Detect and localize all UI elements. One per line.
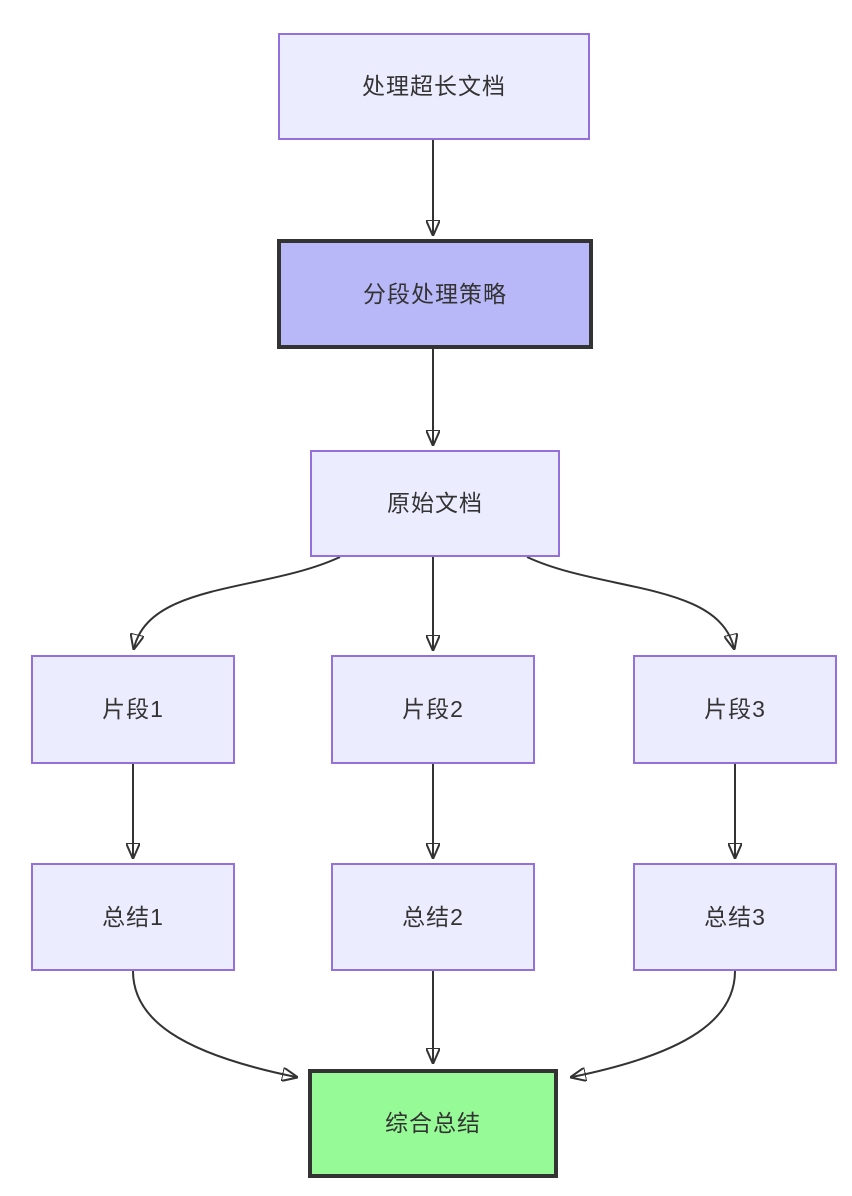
node-segment-strategy-label: 分段处理策略 — [363, 280, 507, 307]
node-summary-1-label: 总结1 — [102, 903, 164, 930]
edge-C-D1 — [134, 556, 341, 648]
node-fragment-1-label: 片段1 — [102, 696, 164, 722]
node-summary-2: 总结2 — [331, 863, 535, 971]
node-process-long-doc: 处理超长文档 — [278, 33, 590, 140]
edge-E1-F — [132, 970, 296, 1077]
node-summary-2-label: 总结2 — [402, 903, 464, 930]
node-fragment-2-label: 片段2 — [402, 696, 464, 722]
node-original-doc: 原始文档 — [310, 450, 560, 557]
node-final-summary-label: 综合总结 — [385, 1110, 481, 1136]
edge-C-D3 — [526, 556, 734, 648]
node-segment-strategy: 分段处理策略 — [277, 239, 593, 349]
node-fragment-3-label: 片段3 — [704, 696, 766, 722]
node-summary-3: 总结3 — [633, 863, 837, 971]
node-final-summary: 综合总结 — [308, 1069, 558, 1178]
node-summary-3-label: 总结3 — [704, 903, 766, 930]
node-summary-1: 总结1 — [31, 863, 235, 971]
node-fragment-3: 片段3 — [633, 655, 837, 764]
node-fragment-2: 片段2 — [331, 655, 535, 764]
edge-E3-F — [572, 970, 736, 1077]
node-original-doc-label: 原始文档 — [387, 490, 483, 516]
node-process-long-doc-label: 处理超长文档 — [362, 73, 506, 99]
node-fragment-1: 片段1 — [31, 655, 235, 764]
